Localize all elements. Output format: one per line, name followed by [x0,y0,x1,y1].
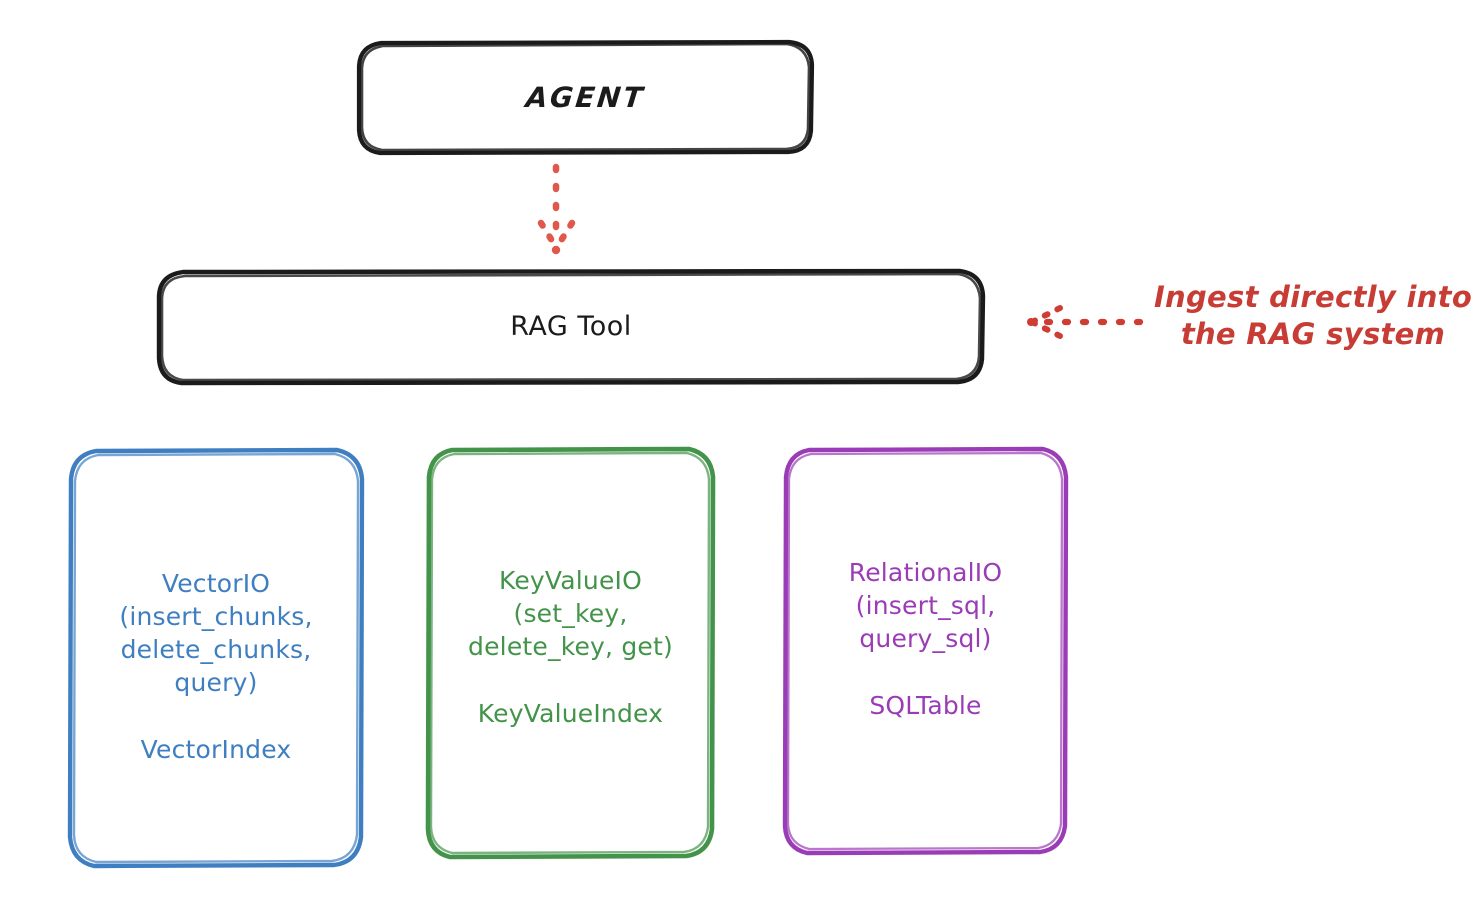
key-value-io-secondary-label: KeyValueIndex [477,698,664,728]
key-value-io-text-block: KeyValueIO (set_key, delete_key, get) Ke… [468,564,673,730]
relational-io-secondary-label: SQLTable [869,691,982,720]
vector-io-text-block: VectorIO (insert_chunks, delete_chunks, … [119,567,312,766]
rag-tool-box-outline [156,268,986,386]
relational-io-primary-label: RelationalIO (insert_sql, query_sql) [848,558,1003,653]
key-value-io-node[interactable]: KeyValueIO (set_key, delete_key, get) Ke… [428,449,713,856]
key-value-io-box-outline [425,446,716,860]
agent-label: AGENT [523,81,647,114]
key-value-io-primary-label: KeyValueIO (set_key, delete_key, get) [468,565,673,661]
agent-node[interactable]: AGENT [358,42,812,153]
vector-io-box-outline [67,447,365,869]
relational-io-box-outline [782,446,1069,856]
relational-io-text-block: RelationalIO (insert_sql, query_sql) SQL… [849,556,1003,722]
vector-io-node[interactable]: VectorIO (insert_chunks, delete_chunks, … [70,450,362,866]
agent-box-outline [356,39,815,156]
rag-tool-label: RAG Tool [510,311,632,342]
ingest-pointer-connector [1027,305,1144,339]
relational-io-node[interactable]: RelationalIO (insert_sql, query_sql) SQL… [785,449,1066,853]
vector-io-secondary-label: VectorIndex [140,734,292,764]
agent-to-rag-connector [537,163,576,255]
rag-tool-node[interactable]: RAG Tool [158,271,984,382]
ingest-annotation-label: Ingest directly into the RAG system [1153,280,1473,352]
vector-io-primary-label: VectorIO (insert_chunks, delete_chunks, … [119,568,313,697]
